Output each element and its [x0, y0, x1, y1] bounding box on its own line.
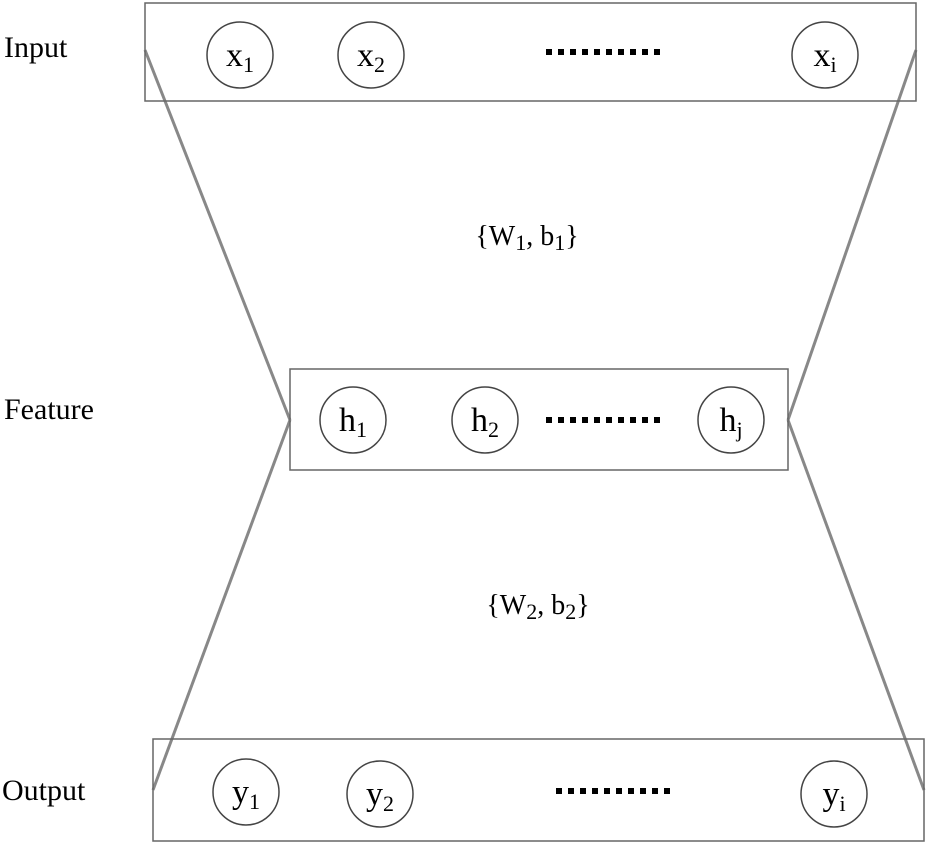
svg-text:y1: y1 [232, 774, 260, 814]
feature-node-1: h1 [319, 386, 387, 454]
output-node-1: y1 [212, 758, 280, 826]
input-layer-box [144, 2, 917, 102]
svg-text:y2: y2 [366, 776, 394, 816]
svg-text:h1: h1 [339, 402, 367, 442]
decoder-params: {W2, b2} [486, 590, 589, 624]
connector-input-right [786, 49, 918, 421]
svg-text:xi: xi [813, 37, 836, 77]
input-layer-label: Input [4, 31, 68, 64]
input-node-1: x1 [206, 21, 274, 89]
connector-input-left [143, 49, 292, 421]
feature-layer-box [289, 368, 789, 471]
feature-node-2: h2 [451, 386, 519, 454]
feature-node-j: hj [697, 386, 765, 454]
output-layer-label: Output [2, 774, 86, 807]
feature-layer-label: Feature [4, 393, 94, 426]
svg-text:yi: yi [822, 776, 845, 816]
svg-text:h2: h2 [471, 402, 499, 442]
input-node-i: xi [791, 21, 859, 89]
connector-output-right [786, 419, 926, 791]
connector-output-left [151, 419, 292, 791]
output-node-i: yi [800, 760, 868, 828]
output-node-2: y2 [346, 760, 414, 828]
svg-text:hj: hj [719, 402, 742, 442]
input-node-2: x2 [337, 21, 405, 89]
svg-text:x2: x2 [357, 37, 385, 77]
encoder-params: {W1, b1} [475, 221, 578, 255]
output-layer-box [152, 738, 925, 842]
svg-text:x1: x1 [226, 37, 254, 77]
